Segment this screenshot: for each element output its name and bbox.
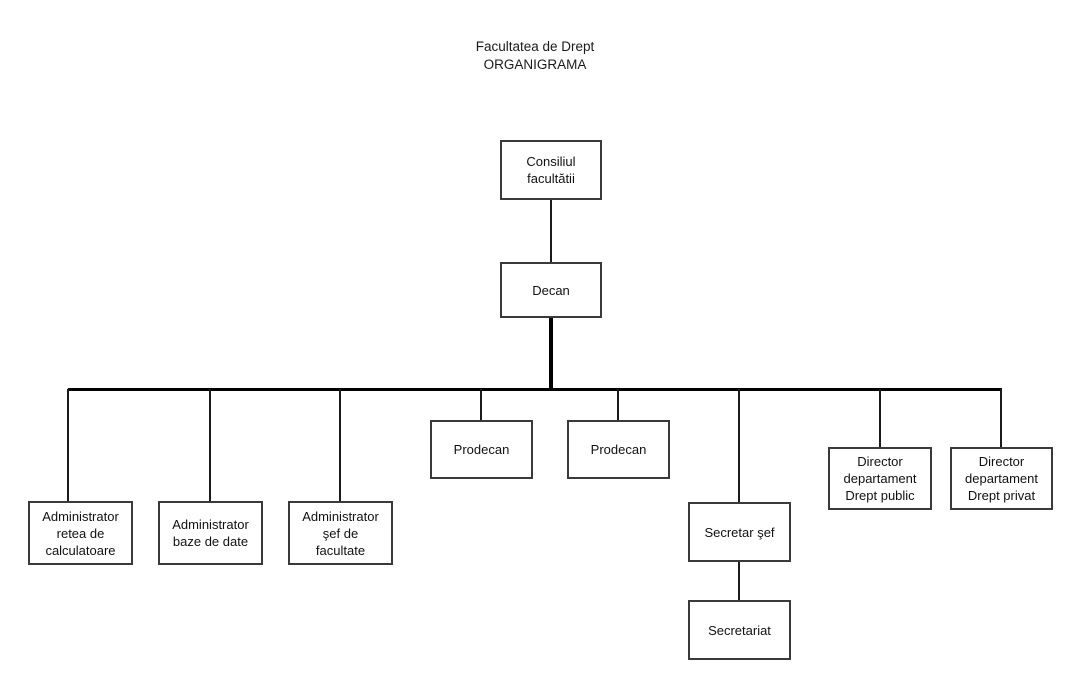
- edge-decan-bus: [549, 318, 553, 391]
- node-prodecan-1[interactable]: Prodecan: [430, 420, 533, 479]
- node-director-departament-drept-privat[interactable]: Director departament Drept privat: [950, 447, 1053, 510]
- node-administrator-retea-calculatoare[interactable]: Administrator retea de calculatoare: [28, 501, 133, 565]
- drop-prodecan-2: [617, 389, 619, 421]
- drop-admin-baze: [209, 389, 211, 501]
- node-prodecan-2[interactable]: Prodecan: [567, 420, 670, 479]
- chart-title: Facultatea de Drept ORGANIGRAMA: [475, 39, 595, 72]
- edge-consiliu-decan: [550, 200, 552, 262]
- bus-horizontal: [68, 388, 1002, 391]
- node-secretariat[interactable]: Secretariat: [688, 600, 791, 660]
- drop-admin-retea: [67, 389, 69, 501]
- drop-director-public: [879, 389, 881, 448]
- node-administrator-baze-de-date[interactable]: Administrator baze de date: [158, 501, 263, 565]
- node-administrator-sef-facultate[interactable]: Administrator şef de facultate: [288, 501, 393, 565]
- node-decan[interactable]: Decan: [500, 262, 602, 318]
- edge-secretar-secretariat: [738, 562, 740, 601]
- node-secretar-sef[interactable]: Secretar şef: [688, 502, 791, 562]
- drop-prodecan-1: [480, 389, 482, 421]
- drop-admin-sef: [339, 389, 341, 501]
- drop-director-privat: [1000, 389, 1002, 448]
- node-consiliul-facultatii[interactable]: Consiliul facultătii: [500, 140, 602, 200]
- node-director-departament-drept-public[interactable]: Director departament Drept public: [828, 447, 932, 510]
- drop-secretar-sef: [738, 389, 740, 502]
